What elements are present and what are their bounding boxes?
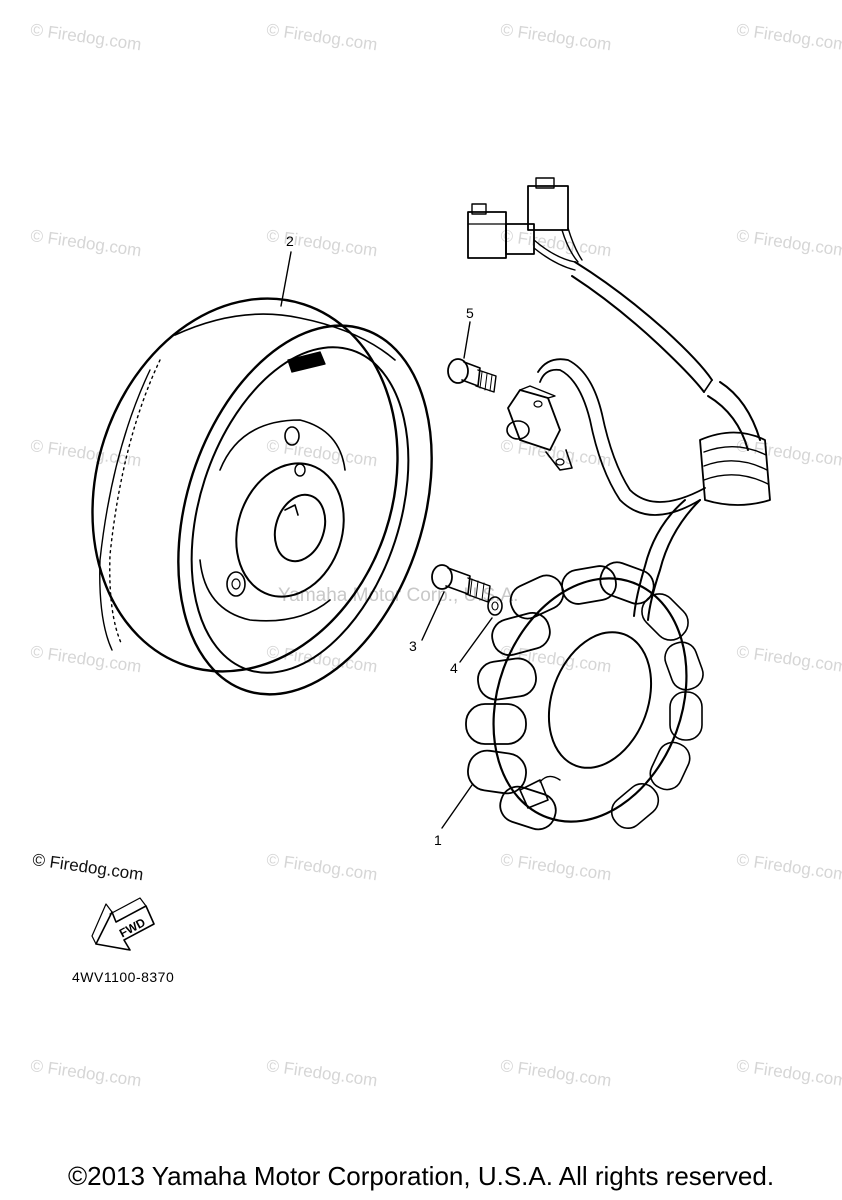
callout-2: 2 — [286, 233, 294, 249]
callout-4: 4 — [450, 660, 458, 676]
washer — [487, 596, 503, 616]
flywheel-rotor — [91, 297, 433, 696]
stator-bolt — [431, 564, 491, 603]
fwd-arrow-icon — [91, 897, 155, 951]
callout-1: 1 — [434, 832, 442, 848]
callout-5: 5 — [466, 305, 474, 321]
copyright-footer: ©2013 Yamaha Motor Corporation, U.S.A. A… — [67, 1161, 775, 1191]
pickup-screw — [447, 358, 497, 393]
wire-harness — [467, 177, 771, 621]
diagram-part-code: 4WV1100-8370 — [72, 969, 175, 985]
leader-lines — [280, 251, 493, 829]
callout-3: 3 — [409, 638, 417, 654]
stator — [465, 561, 704, 831]
pickup-coil — [506, 385, 573, 471]
